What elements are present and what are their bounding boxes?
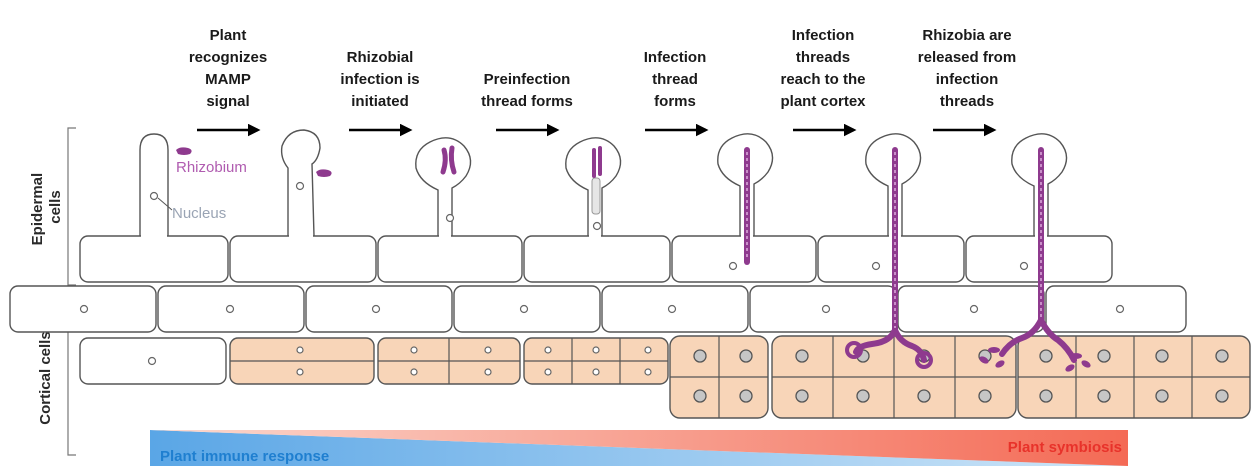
step-title-line: Preinfection	[484, 71, 571, 88]
nucleus-icon	[411, 369, 417, 375]
step-title-5: Infection threads reach to the plant cortex	[780, 27, 866, 110]
nucleus-label: Nucleus	[172, 205, 226, 222]
response-gradient-bar: Plant immune response Plant symbiosis	[150, 430, 1128, 466]
nucleus-icon	[1098, 350, 1110, 362]
nucleus-icon	[411, 347, 417, 353]
nucleus-icon	[297, 183, 304, 190]
nucleus-icon	[1040, 390, 1052, 402]
nucleus-icon	[823, 306, 830, 313]
nucleus-icon	[645, 347, 651, 353]
nucleus-icon	[151, 193, 158, 200]
step-title-line: initiated	[351, 93, 409, 110]
epidermal-cell	[230, 236, 376, 282]
step-title-line: released from	[918, 49, 1016, 66]
nucleus-icon	[796, 350, 808, 362]
step-title-line: thread forms	[481, 93, 573, 110]
nucleus-icon	[740, 390, 752, 402]
nucleus-icon	[645, 369, 651, 375]
plant-symbiosis-label: Plant symbiosis	[1008, 439, 1122, 456]
nucleus-icon	[149, 358, 156, 365]
epidermal-cell	[80, 236, 228, 282]
nucleus-icon	[694, 390, 706, 402]
step-title-line: Infection	[644, 49, 707, 66]
step-title-line: plant cortex	[780, 93, 866, 110]
nucleus-icon	[485, 347, 491, 353]
epidermal-cell	[524, 236, 670, 282]
nucleus-icon	[918, 390, 930, 402]
epidermal-cells-label: Epidermal cells	[29, 169, 64, 246]
rhizobium-label: Rhizobium	[176, 159, 247, 176]
nucleus-icon	[81, 306, 88, 313]
epidermal-cell	[378, 236, 522, 282]
plant-immune-response-label: Plant immune response	[160, 448, 329, 465]
nucleus-icon	[373, 306, 380, 313]
nucleus-icon	[694, 350, 706, 362]
nucleus-icon	[857, 390, 869, 402]
step-title-line: infection is	[340, 71, 419, 88]
step-title-line: MAMP	[205, 71, 251, 88]
nucleus-icon	[1098, 390, 1110, 402]
nucleus-icon	[971, 306, 978, 313]
nucleus-icon	[979, 390, 991, 402]
root-hair	[140, 134, 168, 236]
step-title-line: Infection	[792, 27, 855, 44]
nucleus-icon	[447, 215, 454, 222]
step-title-3: Preinfection thread forms	[481, 71, 573, 110]
step-title-4: Infection thread forms	[644, 49, 707, 110]
step-title-line: forms	[654, 93, 696, 110]
step-title-line: recognizes	[189, 49, 267, 66]
legend-labels: Rhizobium Nucleus	[158, 159, 247, 222]
nucleus-icon	[1040, 350, 1052, 362]
nucleus-icon	[594, 223, 601, 230]
cortical-layer-inner	[80, 336, 1250, 418]
nucleus-icon	[593, 347, 599, 353]
nucleus-icon	[873, 263, 880, 270]
step-title-line: Plant	[210, 27, 247, 44]
nucleus-icon	[521, 306, 528, 313]
nucleus-icon	[730, 263, 737, 270]
step-title-line: reach to the	[780, 71, 865, 88]
nucleus-icon	[545, 369, 551, 375]
nucleus-icon	[740, 350, 752, 362]
nucleus-icon	[227, 306, 234, 313]
nucleus-icon	[297, 369, 303, 375]
nucleus-icon	[297, 347, 303, 353]
step-title-line: signal	[206, 93, 249, 110]
nucleus-icon	[1117, 306, 1124, 313]
nucleus-icon	[796, 390, 808, 402]
nucleus-icon	[593, 369, 599, 375]
rhizobium-icon	[316, 169, 332, 177]
nucleus-icon	[1216, 390, 1228, 402]
step-title-2: Rhizobial infection is initiated	[340, 49, 419, 110]
step-title-6: Rhizobia are released from infection thread…	[918, 27, 1016, 110]
rhizobium-icon	[176, 147, 192, 155]
epidermal-cell	[818, 236, 964, 282]
nucleus-icon	[1156, 390, 1168, 402]
nucleus-icon	[545, 347, 551, 353]
step-title-line: Rhizobia are	[922, 27, 1011, 44]
step-title-line: threads	[796, 49, 850, 66]
step-title-line: infection	[936, 71, 999, 88]
nucleus-icon	[669, 306, 676, 313]
nucleus-icon	[485, 369, 491, 375]
step-title-line: threads	[940, 93, 994, 110]
step-title-line: thread	[652, 71, 698, 88]
nucleus-icon	[1156, 350, 1168, 362]
cortical-cells-label: Cortical cells	[37, 331, 54, 424]
step-title-line: Rhizobial	[347, 49, 414, 66]
nucleus-icon	[1021, 263, 1028, 270]
nucleus-icon	[1216, 350, 1228, 362]
cortical-layer-outer	[10, 286, 1186, 332]
